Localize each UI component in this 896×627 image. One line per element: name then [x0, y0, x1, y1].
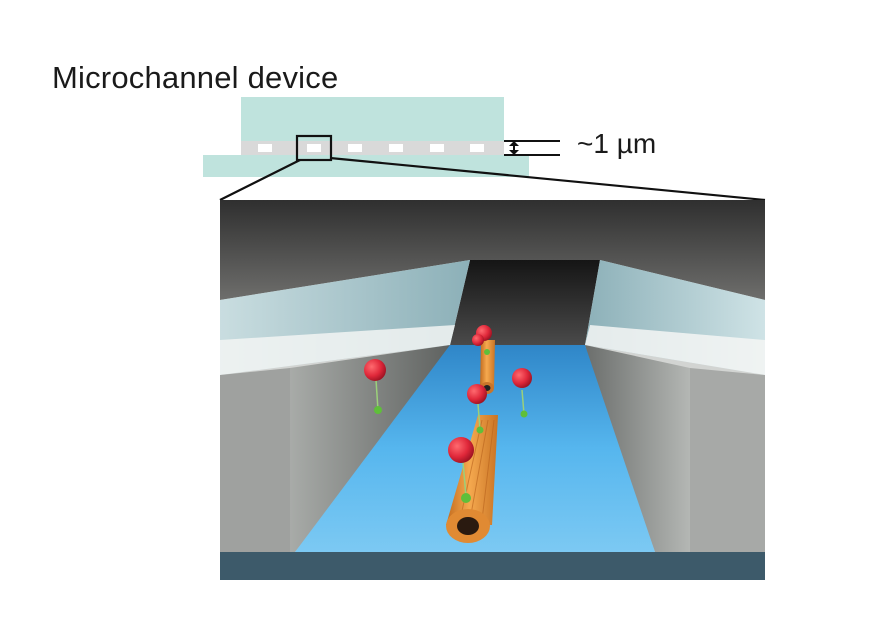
device-top-layer [241, 97, 504, 141]
channel-ceiling [220, 200, 765, 300]
right-wall-inner [585, 345, 690, 552]
right-wall-highlight [585, 325, 765, 375]
device-schematic [203, 97, 766, 202]
right-wall-front [690, 368, 765, 552]
microtubule-far [480, 340, 495, 394]
device-channel-strip [241, 141, 504, 155]
left-wall-front [220, 368, 290, 552]
dimension-arrow-icon [504, 140, 560, 156]
zoom-line-left [219, 159, 301, 201]
diagram-title: Microchannel device [52, 60, 339, 95]
microtubule-near [446, 415, 498, 543]
device-bottom-layer [203, 155, 529, 177]
zoom-line-right [329, 156, 766, 202]
left-wall-highlight [220, 325, 455, 375]
cargo-bead-2 [512, 368, 532, 418]
cargo-bead-5 [472, 325, 492, 355]
left-wall-inner [290, 345, 450, 552]
device-base [220, 552, 765, 580]
channel-height-label: ~1 µm [577, 128, 657, 159]
cargo-bead-4 [448, 437, 474, 503]
channel-back-wall [450, 260, 600, 345]
cargo-bead-3 [467, 384, 487, 434]
channel-3d-view [220, 200, 765, 580]
zoom-box-icon [295, 134, 333, 162]
cargo-bead-1 [364, 359, 386, 414]
channel-openings [258, 144, 484, 152]
